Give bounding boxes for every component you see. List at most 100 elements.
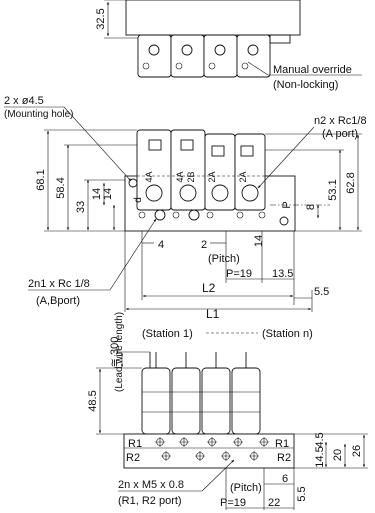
front-port-1 [145,184,163,202]
dim-14-c-label: 14 [253,235,265,247]
dim-26-label: 26 [351,445,363,457]
mounting-hole-callout-2: (Mounting hole) [4,109,73,120]
manual-override-label: Manual override [273,64,352,76]
front-view: 4A 4A 2B 2A 2A d P 2 x ø4.5 (Mounting ho… [4,95,367,321]
side-r2-left: R2 [126,452,140,464]
dim-5-5-side-label: 5.5 [296,486,308,501]
dim-58-4-label: 58.4 [55,177,67,198]
dim-14-a-label: 14 [91,188,103,200]
station-n-label: (Station n) [262,328,313,340]
side-valve-4 [231,367,261,435]
valve-label-5: 2A [238,171,248,182]
m5-callout-2: (R1, R2 port) [118,495,182,507]
top-manual-override-4 [247,44,259,56]
side-r2-right: R2 [277,452,291,464]
p-port-label: P [281,201,293,208]
manual-override-leader [247,61,269,76]
top-valve-1 [137,34,172,78]
side-pitch-value: P=19 [220,497,246,509]
side-ports [155,437,269,461]
mounting-hole-right [279,216,289,226]
top-manual-override-1 [148,44,160,56]
valve-label-3: 2B [186,171,196,182]
front-coil-1 [148,139,162,151]
d-port-label: d [133,197,144,203]
side-pitch-label: (Pitch) [230,482,262,494]
dim-62-8-label: 62.8 [345,172,357,193]
dim-48-5-label: 48.5 [87,390,99,411]
top-manual-override-3 [214,44,226,56]
front-coil-3 [211,145,225,157]
front-port-6 [188,209,200,221]
front-port-3 [211,184,229,202]
mounting-hole-callout-1: 2 x ø4.5 [4,95,44,107]
front-coil-2 [180,139,194,151]
top-manual-override-2 [181,44,193,56]
top-screw-2 [175,62,183,70]
side-valve-1 [141,367,171,435]
dim-33-label: 33 [75,201,87,213]
m5-callout-1: 2n x M5 x 0.8 [118,479,184,491]
dim-20-label: 20 [332,449,344,461]
front-coil-4 [240,145,254,157]
dim-13-5-label: 13.5 [272,268,293,280]
front-screw-5 [258,211,266,219]
top-valve-3 [203,34,238,78]
dim-L1-label: L1 [206,307,220,321]
dim-22-label: 22 [268,497,280,509]
mounting-hole-leader [63,106,132,182]
m5-leader [201,459,235,492]
a-port-callout-1: n2 x Rc1/8 [314,115,367,127]
dim-32-5-label: 32.5 [95,8,107,29]
mounting-hole-left [128,178,138,188]
front-screw-1 [138,211,146,219]
station-labels: (Station 1) (Station n) [142,328,313,340]
side-valve-3 [201,367,231,435]
side-view: R1 R2 R1 R2 ≅ 300 (Lead wire length) 48.… [87,312,368,510]
ab-port-callout-2: (A,Bport) [36,295,80,307]
front-screw-2 [172,211,180,219]
valve-label-4: 2A [207,171,217,182]
front-port-4 [241,184,259,202]
station-1-label: (Station 1) [142,328,193,340]
front-valve-2 [170,129,206,211]
dim-300-label: ≅ 300 [109,337,121,368]
side-r1-left: R1 [128,438,142,450]
dim-14-b-label: 14 [102,188,114,200]
side-valve-2 [171,367,201,435]
top-valve-2 [170,34,205,78]
side-port-crosshairs [155,437,269,461]
a-port-leader [257,126,315,189]
non-locking-label: (Non-locking) [273,79,338,91]
dim-6-label: 6 [282,473,288,485]
dim-L2-label: L2 [202,281,216,295]
dim-8-label: 8 [305,204,317,210]
dim-4-5-label: 4.5 [314,432,326,447]
front-port-5 [154,209,166,221]
side-r1-right: R1 [275,438,289,450]
dim-68-1-label: 68.1 [35,169,47,190]
top-screw-1 [142,62,150,70]
dim-2-label: 2 [201,239,207,251]
dim-53-1-label: 53.1 [327,179,339,200]
dim-14-5-label: 14.5 [314,446,326,467]
ab-port-callout-1: 2n1 x Rc 1/8 [28,278,90,290]
top-manifold-body [125,0,301,36]
valve-label-1: 4A [144,171,154,182]
top-connector-right [269,34,291,44]
dim-5-5-label: 5.5 [314,286,329,298]
front-pitch-value: P=19 [226,268,252,280]
top-valve-4 [236,34,271,78]
front-port-2 [179,184,197,202]
valve-label-2: 4A [175,171,185,182]
front-pitch-label: (Pitch) [208,253,240,265]
lead-wire-length-label: (Lead wire length) [114,312,125,392]
top-view: 32.5 Manual override (Non-locking) [95,0,362,91]
top-screw-3 [208,62,216,70]
front-screw-3 [206,211,214,219]
side-manifold-base [123,433,295,469]
dim-4-label: 4 [158,239,164,251]
top-screw-4 [241,62,249,70]
front-screw-4 [236,211,244,219]
